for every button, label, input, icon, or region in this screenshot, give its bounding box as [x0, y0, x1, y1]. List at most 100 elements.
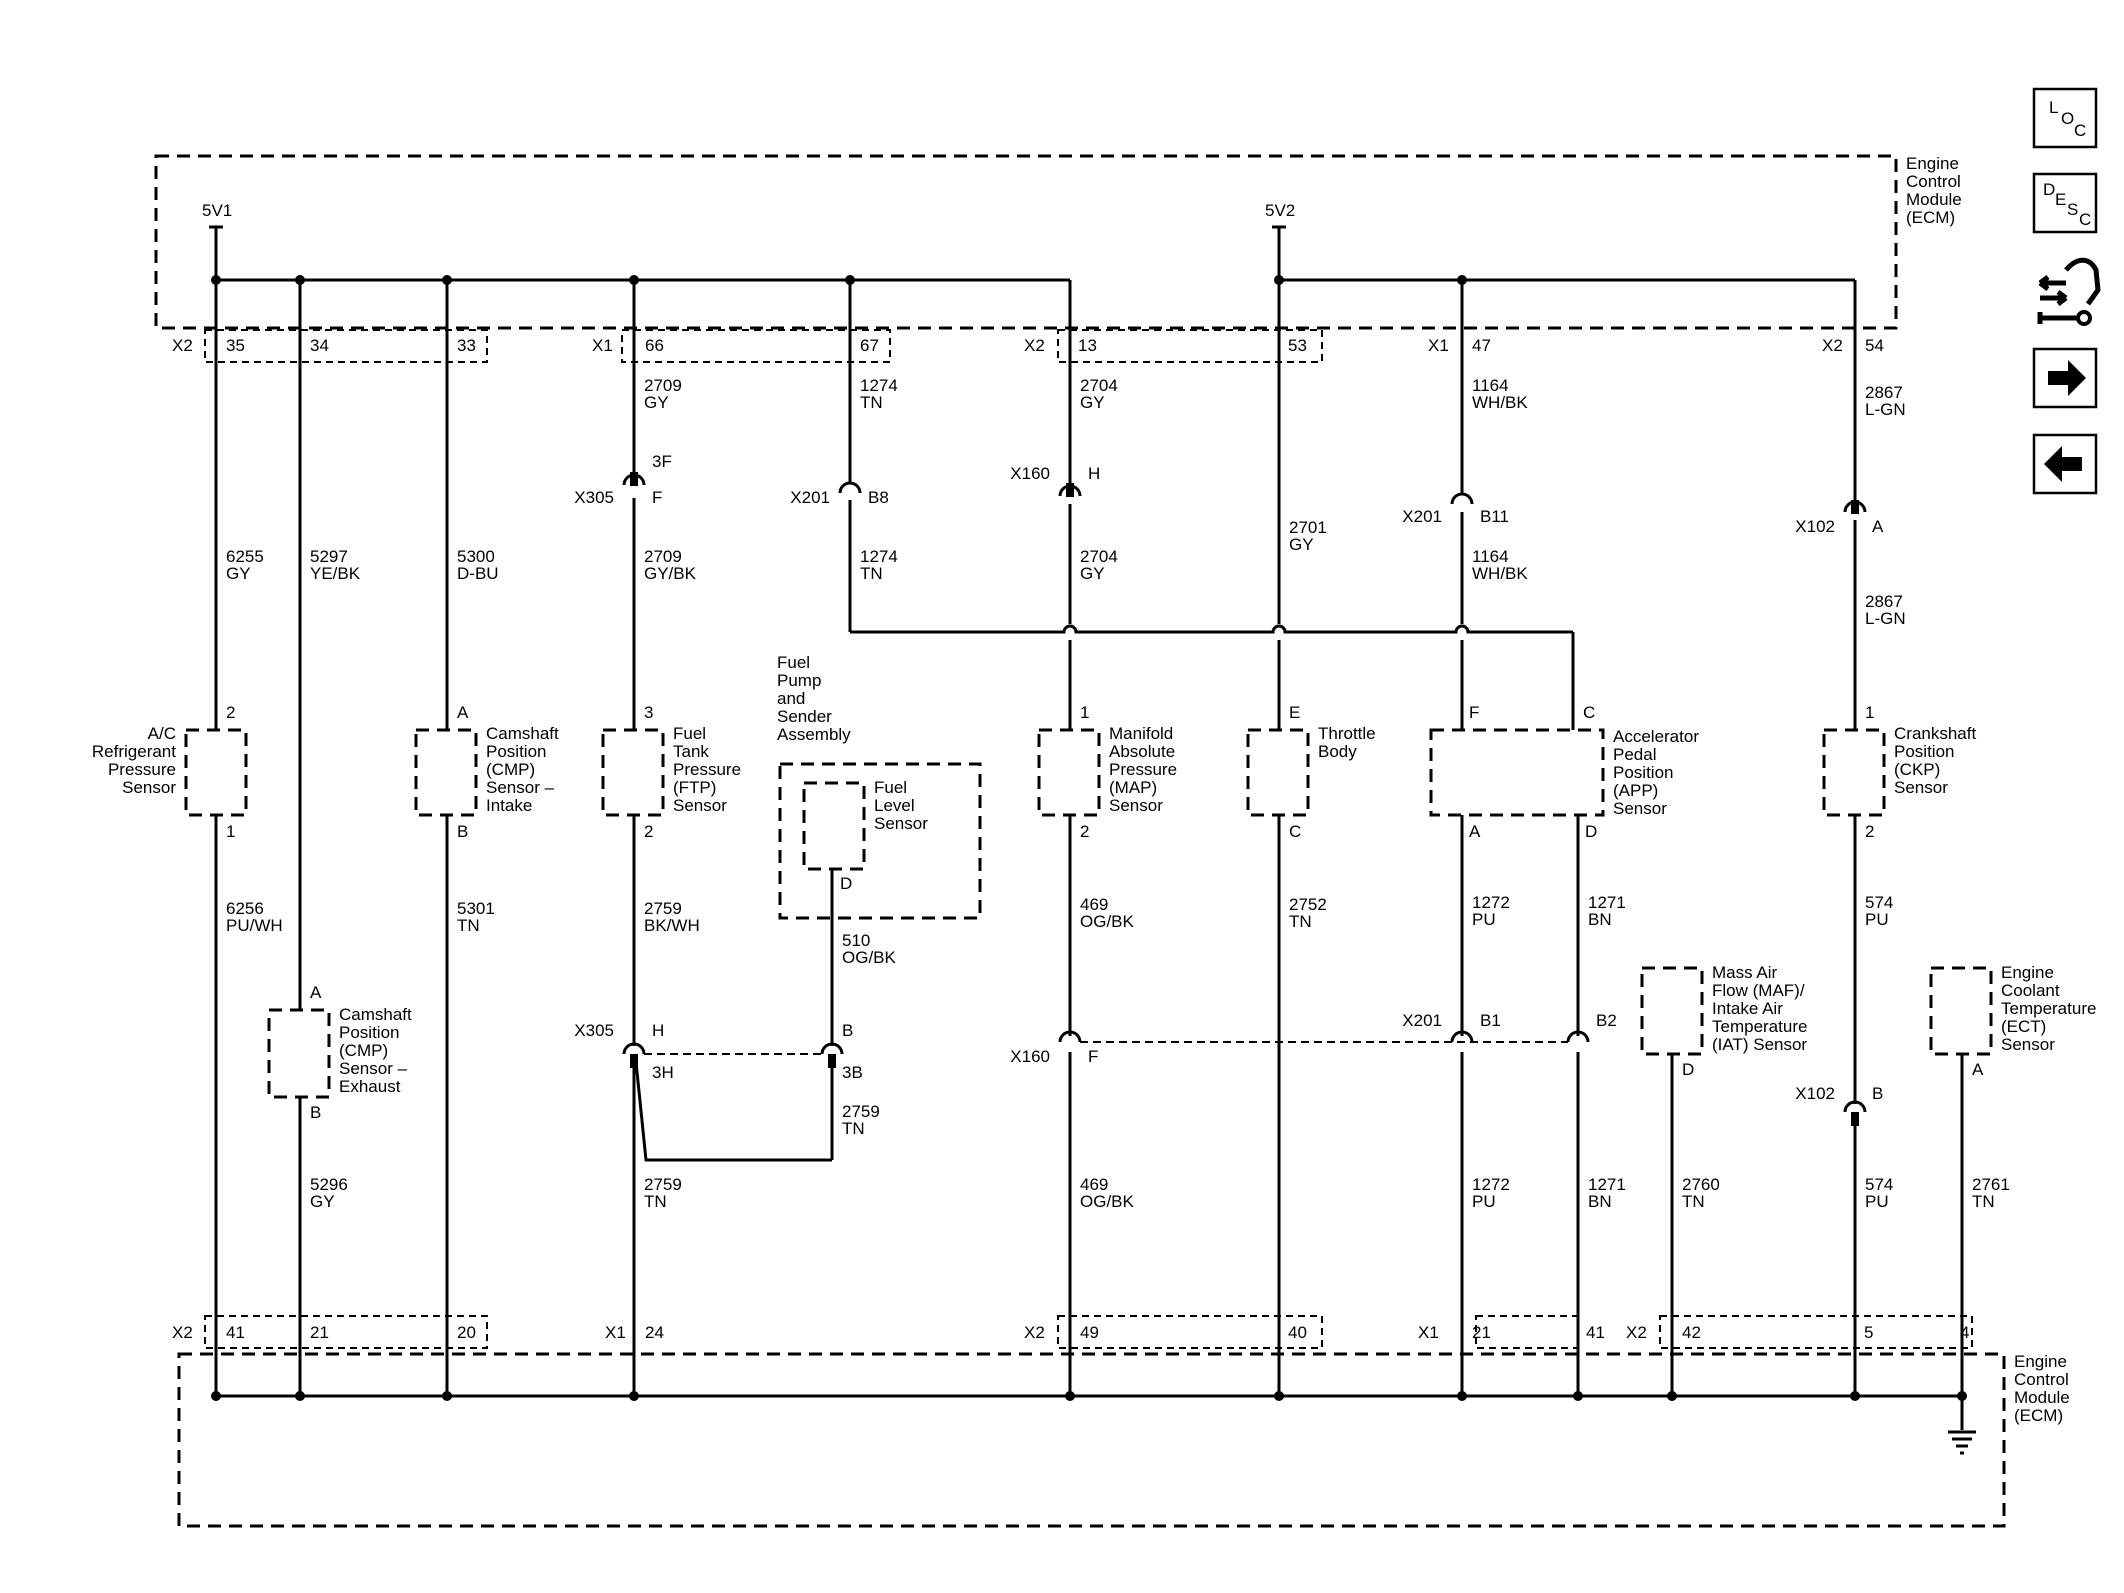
pin-number: 41 [226, 1323, 245, 1342]
svg-text:Manifold: Manifold [1109, 724, 1173, 743]
ftp-sensor-label: Fuel Tank Pressure (FTP) Sensor [673, 724, 741, 815]
svg-text:TN: TN [457, 916, 480, 935]
svg-text:(MAP): (MAP) [1109, 778, 1157, 797]
svg-text:Sensor: Sensor [122, 778, 176, 797]
svg-text:B1: B1 [1480, 1011, 1501, 1030]
maf-iat-sensor-label: Mass Air Flow (MAF)/ Intake Air Temperat… [1712, 963, 1807, 1054]
svg-text:X201: X201 [790, 488, 830, 507]
svg-text:GY/BK: GY/BK [644, 564, 697, 583]
svg-text:BN: BN [1588, 910, 1612, 929]
cmp-intake-sensor-label: Camshaft Position (CMP) Sensor – Intake [486, 724, 559, 815]
svg-text:X201: X201 [1402, 1011, 1442, 1030]
svg-text:Pump: Pump [777, 671, 821, 690]
svg-text:Position: Position [1894, 742, 1954, 761]
inline-connector-labels: X305 F 3F X201 B8 X160 H X201 B11 X102 A… [574, 452, 1884, 1103]
pin-number: 34 [310, 336, 329, 355]
svg-text:X102: X102 [1795, 517, 1835, 536]
svg-text:Temperature: Temperature [1712, 1017, 1807, 1036]
pin-number: 54 [1865, 336, 1884, 355]
pin-number: 66 [645, 336, 664, 355]
svg-text:X102: X102 [1795, 1084, 1835, 1103]
loc-button[interactable]: L O C [2032, 87, 2098, 149]
svg-text:B: B [842, 1021, 853, 1040]
svg-text:X201: X201 [1402, 507, 1442, 526]
svg-text:Pressure: Pressure [673, 760, 741, 779]
svg-text:and: and [777, 689, 805, 708]
ecm-top-connectors: X2 35 34 33 X1 66 67 X2 13 53 X1 47 X2 5… [172, 329, 1884, 363]
connector-name: X2 [172, 336, 193, 355]
svg-text:Position: Position [1613, 763, 1673, 782]
svg-text:1272: 1272 [1472, 1175, 1510, 1194]
svg-text:1274: 1274 [860, 376, 898, 395]
previous-button[interactable] [2032, 433, 2098, 495]
svg-text:A: A [1872, 517, 1884, 536]
svg-text:Sender: Sender [777, 707, 832, 726]
pin-label: 3 [644, 703, 653, 722]
pin-number: 33 [457, 336, 476, 355]
component-boxes [184, 728, 1993, 1099]
desc-letter: S [2067, 200, 2078, 219]
svg-text:2709: 2709 [644, 376, 682, 395]
svg-text:GY: GY [1080, 393, 1105, 412]
svg-text:2704: 2704 [1080, 547, 1118, 566]
svg-text:TN: TN [1682, 1192, 1705, 1211]
svg-text:Position: Position [486, 742, 546, 761]
pin-number: 42 [1682, 1323, 1701, 1342]
svg-text:X305: X305 [574, 488, 614, 507]
arrow-left-icon [2044, 446, 2082, 482]
svg-text:Fuel: Fuel [777, 653, 810, 672]
svg-text:5297: 5297 [310, 547, 348, 566]
svg-text:TN: TN [1289, 912, 1312, 931]
svg-text:Tank: Tank [673, 742, 709, 761]
svg-text:Sensor: Sensor [874, 814, 928, 833]
pin-label: 1 [1865, 703, 1874, 722]
connector-name: X2 [1024, 336, 1045, 355]
map-sensor-label: Manifold Absolute Pressure (MAP) Sensor [1109, 724, 1177, 815]
svg-text:Body: Body [1318, 742, 1357, 761]
pin-number: 20 [457, 1323, 476, 1342]
svg-text:L-GN: L-GN [1865, 400, 1906, 419]
connector-name: X1 [1418, 1323, 1439, 1342]
svg-text:PU: PU [1865, 1192, 1889, 1211]
svg-text:F: F [1088, 1047, 1098, 1066]
svg-text:Sensor –: Sensor – [339, 1059, 408, 1078]
svg-text:3H: 3H [652, 1063, 674, 1082]
svg-text:Assembly: Assembly [777, 725, 851, 744]
svg-text:Intake Air: Intake Air [1712, 999, 1783, 1018]
svg-text:Fuel: Fuel [874, 778, 907, 797]
connector-name: X2 [1626, 1323, 1647, 1342]
svg-text:PU: PU [1472, 910, 1496, 929]
svg-text:Camshaft: Camshaft [486, 724, 559, 743]
app-sensor-label: Accelerator Pedal Position (APP) Sensor [1613, 727, 1699, 818]
svg-text:1164: 1164 [1472, 547, 1509, 566]
pin-label: C [1289, 822, 1301, 841]
pin-number: 24 [645, 1323, 664, 1342]
pin-number: 53 [1288, 336, 1307, 355]
next-button[interactable] [2032, 347, 2098, 409]
fuel-level-sensor-label: Fuel Level Sensor [874, 778, 928, 833]
ecm-label-bottom: Control [2014, 1370, 2069, 1389]
svg-text:A/C: A/C [148, 724, 176, 743]
desc-button[interactable]: D E S C [2032, 172, 2098, 234]
connector-tool-icon[interactable] [2037, 257, 2101, 326]
svg-text:TN: TN [1972, 1192, 1995, 1211]
svg-text:2760: 2760 [1682, 1175, 1720, 1194]
svg-text:Mass Air: Mass Air [1712, 963, 1778, 982]
svg-text:469: 469 [1080, 1175, 1108, 1194]
svg-text:574: 574 [1865, 893, 1893, 912]
svg-text:WH/BK: WH/BK [1472, 393, 1528, 412]
loc-letter: C [2074, 121, 2086, 140]
pin-number: 21 [310, 1323, 329, 1342]
svg-text:Sensor: Sensor [1109, 796, 1163, 815]
svg-text:X160: X160 [1010, 1047, 1050, 1066]
